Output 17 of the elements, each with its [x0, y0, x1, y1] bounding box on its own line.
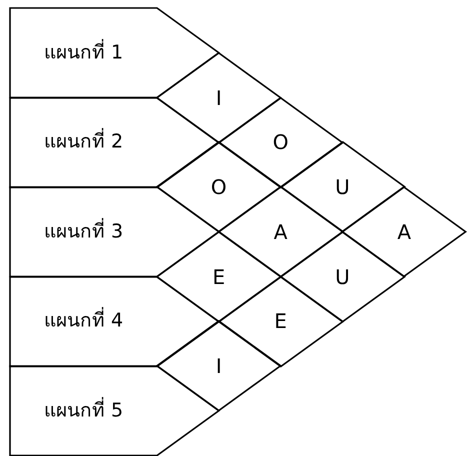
rating-letter: I [216, 356, 222, 376]
department-box [10, 366, 219, 456]
rating-letter: E [212, 266, 226, 286]
rating-letter: O [210, 177, 227, 197]
rating-letter: O [272, 132, 288, 152]
department-label: แผนกที่ 1 [44, 40, 124, 66]
rating-letter: E [274, 311, 287, 332]
department-label: แผนกที่ 2 [44, 130, 124, 155]
rating-letter: A [274, 222, 288, 242]
rating-letter: I [216, 88, 222, 108]
department-label: แผนกที่ 4 [44, 308, 124, 334]
rating-letter: A [397, 222, 412, 242]
rating-letter: U [335, 177, 350, 197]
department-box [10, 8, 219, 98]
department-label: แผนกที่ 3 [44, 219, 124, 244]
department-label: แผนกที่ 5 [44, 398, 124, 424]
rating-letter: U [335, 266, 350, 286]
